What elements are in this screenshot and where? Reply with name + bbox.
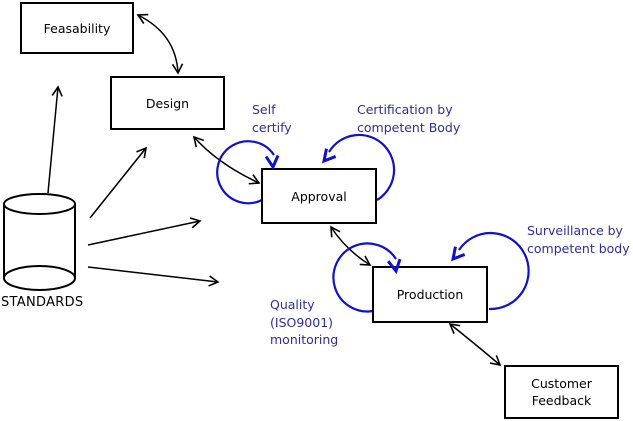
arrow-production-customer-feedback — [448, 322, 502, 367]
arrow-standards-to-design — [89, 146, 148, 219]
quality-line2: (ISO9001) — [270, 314, 334, 330]
design-label: Design — [111, 77, 224, 129]
self-loop-approval-left — [216, 140, 275, 205]
quality-annotation: Quality (ISO9001) monitoring — [270, 296, 338, 349]
customer-feedback-line2: Feedback — [531, 393, 592, 408]
production-label: Production — [373, 267, 487, 322]
approval-label-text: Approval — [291, 188, 347, 204]
feasability-label: Feasability — [21, 3, 133, 53]
approval-box — [261, 168, 377, 224]
design-box — [110, 76, 225, 130]
arrow-standards-to-approval — [87, 217, 202, 246]
standards-label: STANDARDS — [1, 295, 84, 310]
self-loop-approval-right — [328, 133, 396, 201]
arrow-design-approval — [192, 135, 261, 185]
certification-annotation: Certification by competent Body — [357, 101, 460, 136]
customer-feedback-label: Customer Feedback — [505, 366, 618, 418]
self-certify-line2: certify — [252, 119, 292, 135]
self-certify-annotation: Self certify — [252, 101, 292, 136]
design-label-text: Design — [145, 95, 190, 111]
quality-line1: Quality — [270, 297, 315, 312]
surveillance-arrowhead-icon — [450, 246, 466, 262]
feasability-label-text: Feasability — [43, 20, 111, 36]
production-box — [372, 266, 488, 323]
customer-feedback-box — [504, 365, 619, 419]
certification-arrowhead-icon — [321, 148, 337, 164]
customer-feedback-line1: Customer — [531, 376, 592, 391]
self-loop-production-left — [332, 242, 397, 313]
arrow-standards-to-production — [87, 266, 220, 287]
feasability-box — [20, 2, 134, 54]
surveillance-annotation: Surveillance by competent body — [527, 222, 630, 257]
certification-line2: competent Body — [357, 119, 461, 135]
certification-line1: Certification by — [357, 102, 453, 117]
self-loop-arrowheads — [264, 148, 466, 275]
self-loop-production-right — [458, 231, 530, 311]
self-certify-line1: Self — [252, 102, 276, 117]
arrow-feasability-design — [136, 13, 184, 75]
standards-cylinder-icon — [3, 193, 76, 291]
self-certify-arrowhead-icon — [264, 154, 280, 171]
surveillance-line2: competent body — [527, 240, 630, 256]
approval-label: Approval — [262, 169, 376, 223]
arrow-approval-production — [330, 225, 372, 266]
arrow-standards-to-feasability — [47, 85, 63, 194]
quality-line3: monitoring — [270, 332, 339, 347]
production-label-text: Production — [396, 287, 464, 302]
surveillance-line1: Surveillance by — [527, 223, 623, 238]
quality-monitoring-arrowhead-icon — [387, 258, 402, 275]
